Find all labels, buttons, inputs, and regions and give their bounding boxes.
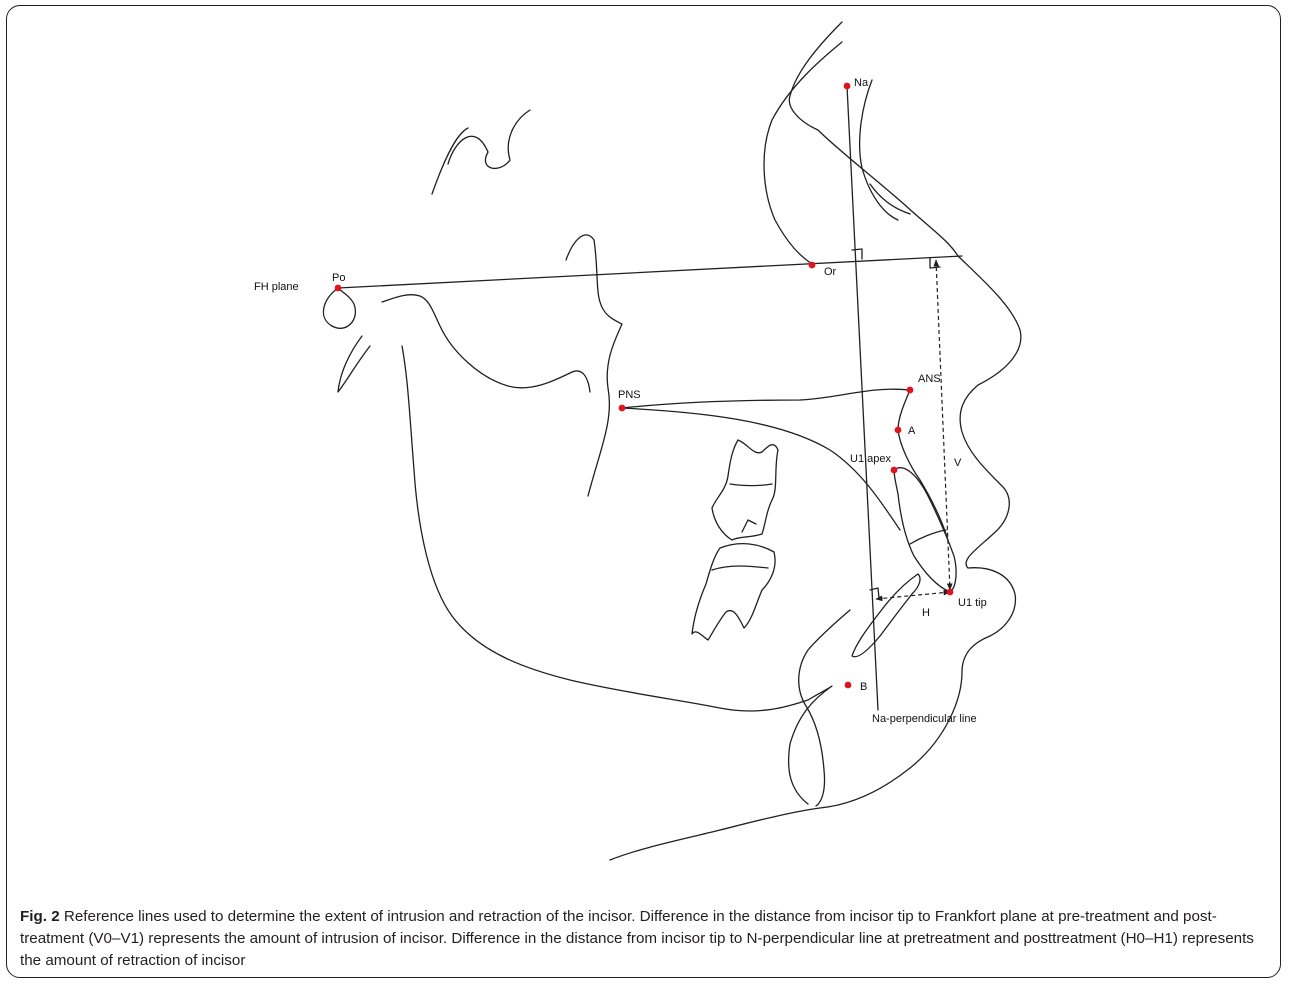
figure-caption: Fig. 2 Reference lines used to determine…: [20, 906, 1268, 972]
label-v: V: [954, 457, 962, 469]
ans-point: [906, 386, 914, 394]
palatal-lower-contour: [621, 407, 901, 531]
lower-molar: [691, 542, 776, 641]
u1-apex-point: [890, 466, 898, 474]
label-b: B: [860, 681, 867, 693]
label-po: Po: [332, 272, 345, 284]
pterygoid-plate: [565, 234, 623, 497]
label-fh-plane: FH plane: [254, 281, 299, 293]
upper-incisor: [893, 467, 957, 593]
soft-tissue-profile: [609, 21, 1022, 861]
a-point: [894, 426, 902, 434]
label-a: A: [908, 425, 916, 437]
pns-point: [618, 404, 626, 412]
label-na-perpendicular-line: Na-perpendicular line: [872, 713, 977, 725]
right-angle-mark-bottom: [869, 587, 880, 599]
label-or: Or: [824, 266, 837, 278]
nasal-bone: [858, 79, 911, 221]
u1-tip-point: [946, 588, 954, 596]
cranial-base-curve: [431, 109, 531, 195]
na-perpendicular-line: [846, 85, 879, 711]
caption-figure-label: Fig. 2: [20, 908, 60, 925]
lower-incisor: [851, 573, 921, 658]
label-pns: PNS: [618, 389, 641, 401]
na-point: [843, 82, 851, 90]
or-point: [808, 261, 816, 269]
right-angle-mark-top: [851, 248, 863, 260]
label-u1-apex: U1 apex: [850, 453, 891, 465]
figure-frame: [6, 5, 1281, 978]
label-h: H: [922, 607, 930, 619]
h-measure-line: [875, 589, 951, 602]
symphysis-contour: [798, 609, 851, 807]
mandible-outline: [322, 287, 833, 805]
po-point: [334, 284, 342, 292]
fh-plane-line: [337, 255, 963, 289]
premaxilla-contour: [897, 389, 949, 541]
upper-molar: [711, 439, 779, 541]
label-na: Na: [854, 77, 869, 89]
v-measure-line: [933, 259, 953, 591]
orbit-contour: [763, 41, 843, 265]
label-u1-tip: U1 tip: [958, 597, 987, 609]
right-angle-mark-v: [929, 257, 941, 269]
caption-text: Reference lines used to determine the ex…: [20, 908, 1254, 969]
b-point: [844, 681, 852, 689]
label-ans: ANS: [918, 373, 941, 385]
palatal-plane: [621, 388, 911, 409]
